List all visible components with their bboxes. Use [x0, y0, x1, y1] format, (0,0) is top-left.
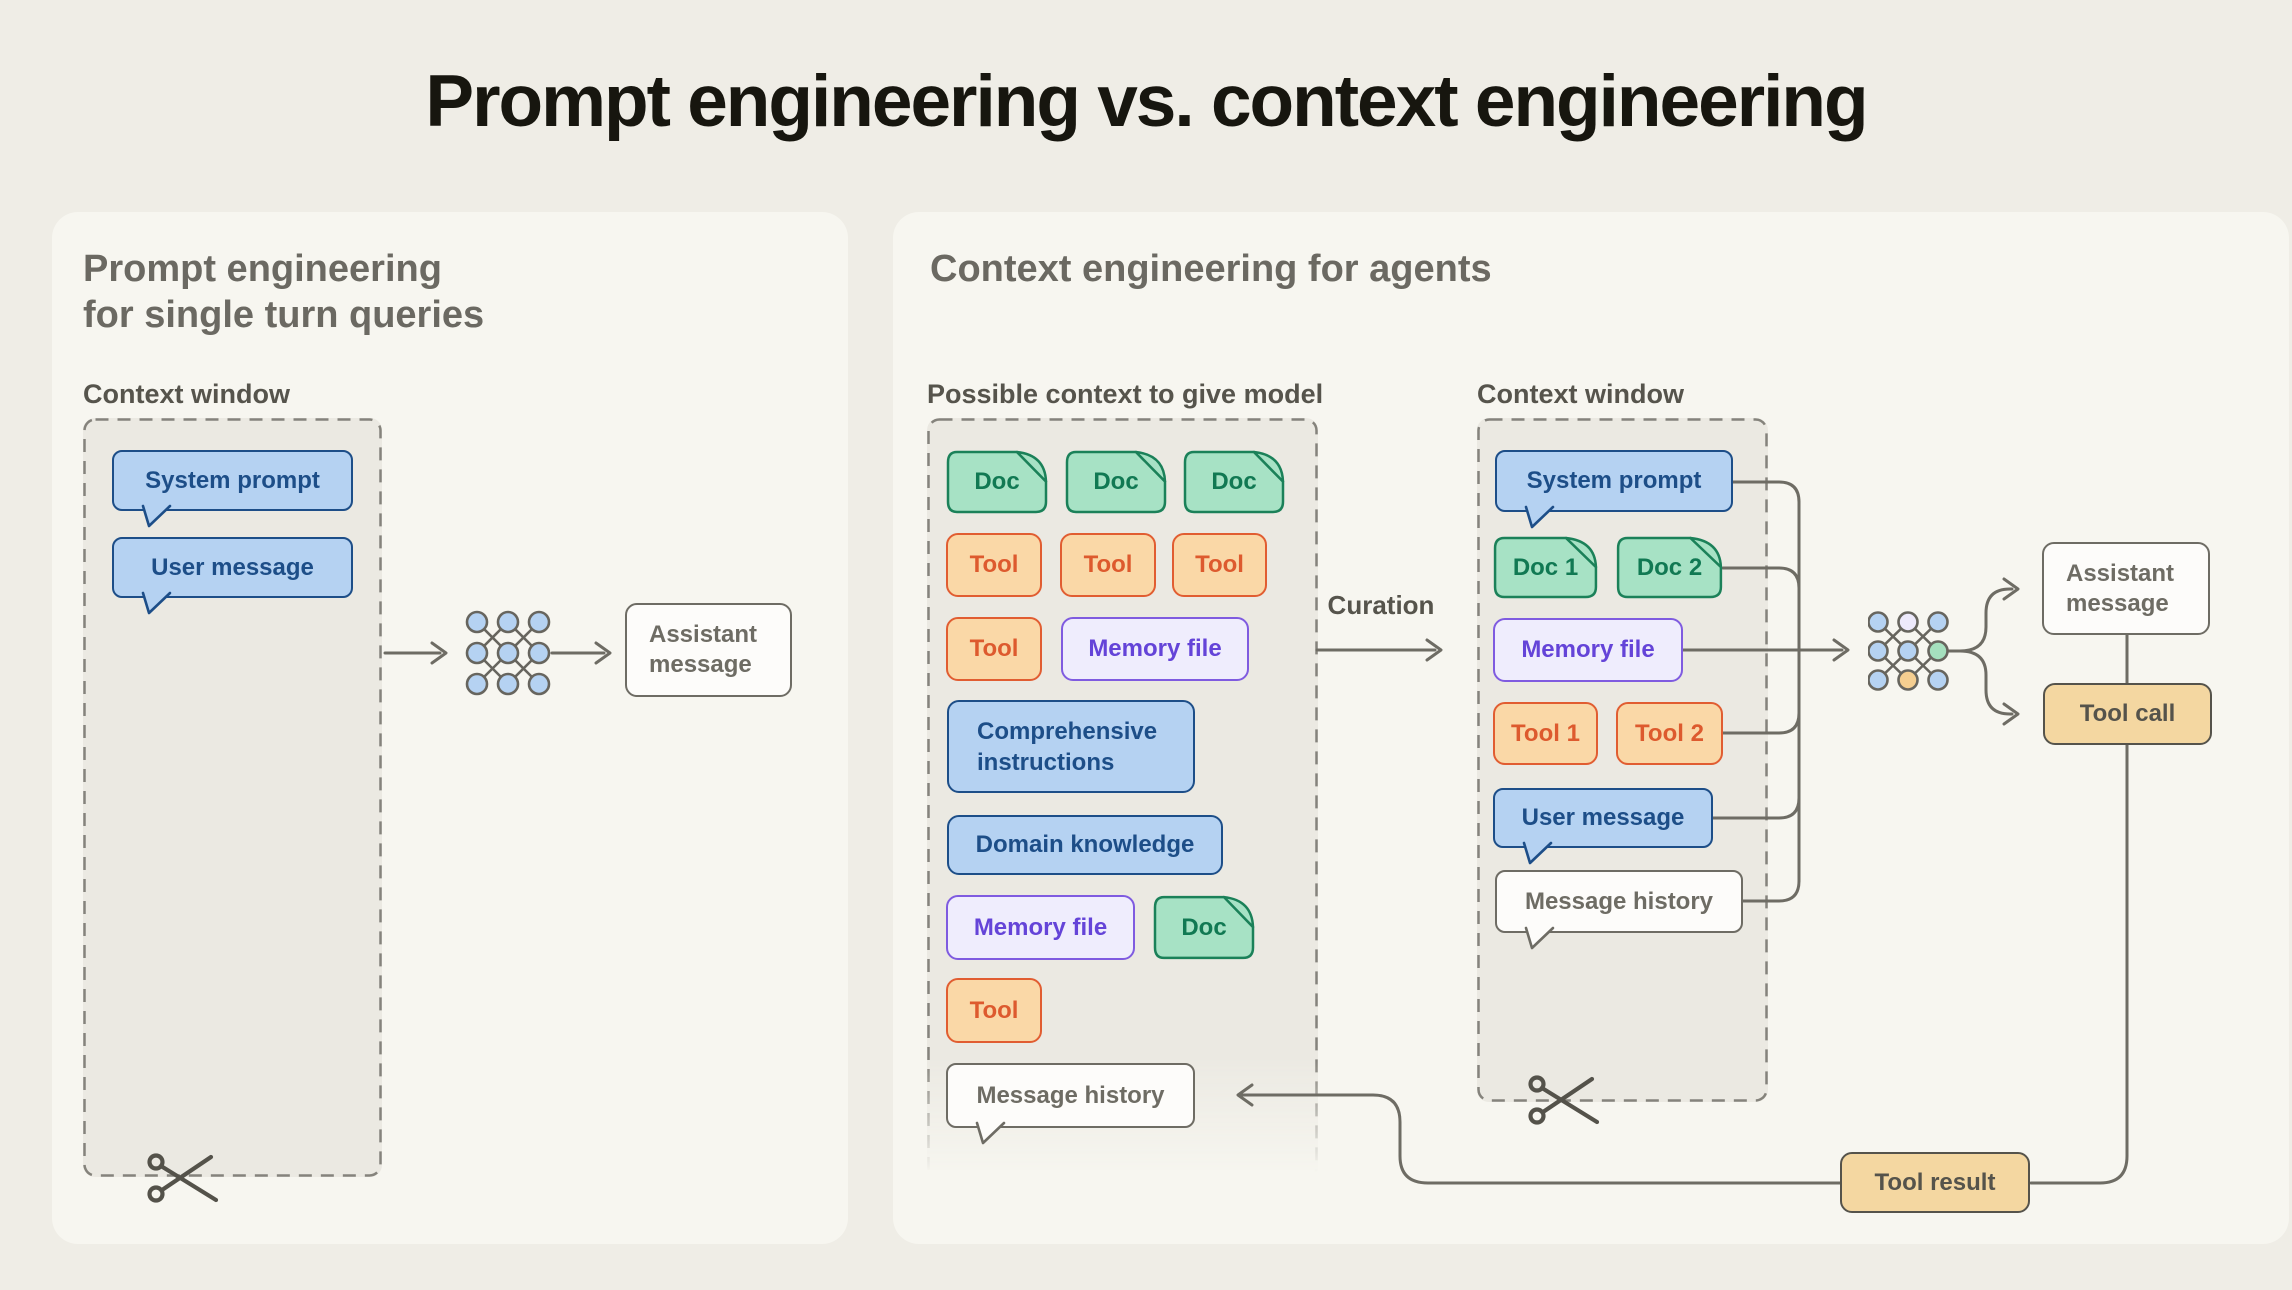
user-message-bubble: User message	[1493, 788, 1713, 865]
doc-item: Doc 2	[1616, 536, 1723, 599]
speech-tail-icon	[1524, 926, 1555, 950]
memory-file-item: Memory file	[1493, 618, 1683, 682]
tool-item: Tool	[1060, 533, 1156, 597]
tool-item: Tool 1	[1493, 702, 1598, 765]
tool-label: Tool	[969, 551, 1019, 578]
speech-tail-icon	[1524, 505, 1555, 529]
assistant-line2: message	[2066, 589, 2169, 617]
user-message-bubble: User message	[112, 537, 353, 615]
assistant-line1: Assistant	[649, 621, 758, 648]
message-history-label: Message history	[1524, 887, 1714, 915]
left-context-window-box	[83, 418, 382, 1177]
user-message-label: User message	[151, 553, 314, 581]
doc-item: Doc	[1183, 450, 1285, 514]
message-history-label: Message history	[976, 1081, 1165, 1109]
doc-item: Doc	[946, 450, 1048, 514]
system-prompt-label: System prompt	[1526, 467, 1702, 494]
speech-tail-icon	[141, 591, 172, 615]
domain-knowledge-item: Domain knowledge	[947, 815, 1223, 875]
doc-label: Doc 1	[1512, 553, 1579, 581]
scissors-icon	[1528, 1075, 1600, 1125]
tool-label: Tool	[969, 996, 1019, 1024]
doc-item: Doc	[1153, 895, 1255, 960]
tool-result-box: Tool result	[1840, 1152, 2030, 1213]
tool-item: Tool	[946, 533, 1042, 597]
doc-item: Doc 1	[1493, 536, 1598, 599]
message-history-bubble: Message history	[946, 1063, 1195, 1145]
speech-tail-icon	[1522, 841, 1553, 865]
page-title: Prompt engineering vs. context engineeri…	[425, 61, 1868, 142]
tool-item: Tool	[946, 978, 1042, 1043]
comprehensive-line1: Comprehensive	[977, 717, 1158, 745]
doc-label: Doc 2	[1636, 553, 1703, 581]
user-message-label: User message	[1521, 804, 1685, 831]
neural-network-icon	[465, 610, 551, 696]
doc-label: Doc	[1181, 913, 1227, 941]
left-heading-line1: Prompt engineering	[83, 248, 442, 290]
scissors-icon	[147, 1153, 219, 1203]
right-context-window-label: Context window	[1477, 379, 1684, 409]
tool-item: Tool	[946, 617, 1042, 681]
comprehensive-instructions-item: Comprehensive instructions	[947, 700, 1195, 793]
doc-icon	[946, 450, 1048, 514]
doc-icon	[1493, 536, 1598, 599]
doc-label: Doc	[974, 468, 1020, 495]
memory-file-label: Memory file	[973, 913, 1108, 941]
curation-label: Curation	[1327, 590, 1435, 620]
tool-label: Tool	[1083, 551, 1133, 578]
assistant-line1: Assistant	[2066, 559, 2175, 587]
tool-result-label: Tool result	[1874, 1168, 1996, 1196]
speech-tail-icon	[141, 504, 172, 528]
tool-label: Tool 2	[1635, 719, 1704, 747]
assistant-message-box: Assistant message	[2042, 542, 2210, 635]
memory-file-item: Memory file	[946, 895, 1135, 960]
system-prompt-label: System prompt	[145, 466, 320, 494]
tool-call-box: Tool call	[2043, 683, 2212, 745]
assistant-line2: message	[649, 651, 752, 678]
memory-file-item: Memory file	[1061, 617, 1249, 681]
message-history-bubble: Message history	[1495, 870, 1743, 950]
doc-icon	[1183, 450, 1285, 514]
tool-item: Tool 2	[1616, 702, 1723, 765]
memory-file-label: Memory file	[1521, 636, 1655, 663]
doc-icon	[1153, 895, 1255, 960]
dashed-border	[1477, 418, 1768, 1102]
right-panel-heading: Context engineering for agents	[930, 248, 1492, 290]
doc-icon	[1065, 450, 1167, 514]
system-prompt-bubble: System prompt	[112, 450, 353, 528]
assistant-message-box: Assistant message	[625, 603, 792, 697]
left-context-window-label: Context window	[83, 379, 290, 409]
comprehensive-line2: instructions	[977, 748, 1115, 776]
domain-knowledge-label: Domain knowledge	[975, 831, 1195, 858]
speech-tail-icon	[975, 1121, 1006, 1145]
tool-item: Tool	[1172, 533, 1267, 597]
doc-label: Doc	[1093, 468, 1139, 495]
doc-label: Doc	[1211, 468, 1257, 495]
doc-item: Doc	[1065, 450, 1167, 514]
doc-icon	[1616, 536, 1723, 599]
left-panel-heading: Prompt engineering for single turn queri…	[83, 246, 484, 338]
system-prompt-bubble: System prompt	[1495, 450, 1733, 529]
dashed-border	[927, 418, 1318, 1180]
possible-context-label: Possible context to give model	[927, 379, 1324, 409]
left-heading-line2: for single turn queries	[83, 294, 485, 336]
tool-label: Tool 1	[1511, 719, 1580, 747]
tool-call-label: Tool call	[2079, 700, 2176, 727]
memory-file-label: Memory file	[1088, 635, 1222, 662]
tool-label: Tool	[1195, 551, 1244, 578]
dashed-border	[83, 418, 382, 1177]
neural-network-icon	[1868, 611, 1949, 691]
tool-label: Tool	[969, 635, 1019, 662]
